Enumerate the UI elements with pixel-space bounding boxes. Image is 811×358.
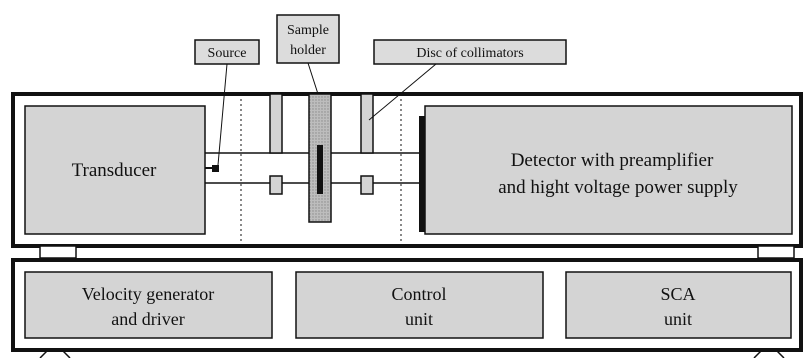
disc-collimators-pointer xyxy=(368,63,437,121)
sample-holder-label-box xyxy=(276,14,340,64)
collimator-left-bottom xyxy=(269,175,283,195)
velocity-generator-label-line2: and driver xyxy=(111,309,184,329)
source-label-box xyxy=(194,39,260,65)
foot-left xyxy=(39,349,49,358)
detector-label-line2: and hight voltage power supply xyxy=(498,177,738,198)
sample-holder-label-line1: Sample xyxy=(287,23,329,38)
disc-collimators-label: Disc of collimators xyxy=(416,46,523,61)
detector-label-line1: Detector with preamplifier xyxy=(511,150,714,171)
collimator-right-top xyxy=(360,93,374,154)
sample-holder-pointer xyxy=(307,62,319,95)
transducer-label: Transducer xyxy=(72,160,157,181)
control-unit-box xyxy=(295,271,544,339)
sca-unit-label-line2: unit xyxy=(664,309,692,329)
transducer-box xyxy=(24,105,206,235)
foot-right-2 xyxy=(775,349,785,358)
control-unit-label-line2: unit xyxy=(405,309,433,329)
foot-left-2 xyxy=(61,349,71,358)
detector-box xyxy=(424,105,793,235)
velocity-generator-label-line1: Velocity generator xyxy=(82,284,214,304)
source-label: Source xyxy=(208,46,247,61)
sample-holder-label-line2: holder xyxy=(290,43,326,58)
disc-collimators-label-box xyxy=(373,39,567,65)
collimator-left-top xyxy=(269,93,283,154)
sca-unit-box xyxy=(565,271,792,339)
source-pointer xyxy=(217,63,228,166)
support-left xyxy=(39,245,77,259)
foot-right xyxy=(753,349,763,358)
velocity-generator-box xyxy=(24,271,273,339)
collimator-right-bottom xyxy=(360,175,374,195)
support-right xyxy=(757,245,795,259)
sca-unit-label-line1: SCA xyxy=(660,284,695,304)
control-unit-label-line1: Control xyxy=(391,284,446,304)
source-point xyxy=(212,165,219,172)
